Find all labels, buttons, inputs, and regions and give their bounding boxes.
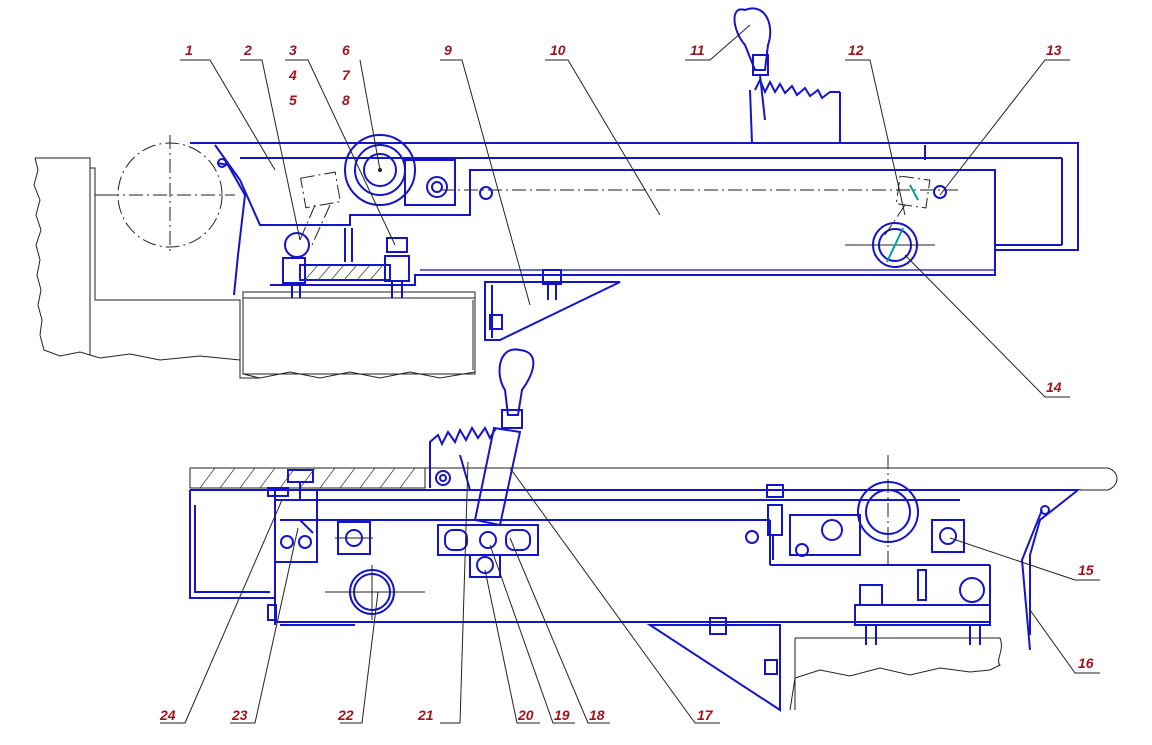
callout-2: 2 <box>243 42 252 58</box>
top-bracket <box>484 281 621 341</box>
top-roller-box <box>242 291 476 375</box>
callout-6: 6 <box>342 42 350 58</box>
top-left-housing <box>33 157 260 379</box>
callout-14: 14 <box>1046 379 1062 395</box>
bottom-lower-housing <box>789 637 1002 711</box>
top-handle-lever <box>733 7 841 144</box>
top-view <box>33 7 1079 379</box>
callout-labels: 1 2 3 4 5 6 7 8 9 10 11 12 13 14 15 16 1… <box>159 42 1094 723</box>
callout-12: 12 <box>848 42 864 58</box>
leader-lines <box>160 24 1100 724</box>
callout-8: 8 <box>342 92 350 108</box>
callout-13: 13 <box>1046 42 1062 58</box>
callout-24: 24 <box>159 707 176 723</box>
bottom-view <box>189 348 1118 712</box>
callout-11: 11 <box>690 42 705 58</box>
bottom-ratchet <box>429 425 497 491</box>
callout-22: 22 <box>337 707 354 723</box>
callout-20: 20 <box>517 707 534 723</box>
callout-21: 21 <box>417 707 434 723</box>
top-bolt-left <box>282 232 310 298</box>
bottom-top-surface <box>190 467 1118 491</box>
bottom-main-frame <box>189 489 1081 635</box>
top-pivot-outer <box>344 134 416 206</box>
callout-19: 19 <box>554 707 570 723</box>
callout-3: 3 <box>289 42 297 58</box>
callout-4: 4 <box>288 67 297 83</box>
callout-17: 17 <box>697 707 714 723</box>
top-main-beam <box>190 142 1079 286</box>
callout-15: 15 <box>1078 562 1094 578</box>
bottom-handle-lever <box>469 348 535 578</box>
top-bolt-right <box>384 237 410 298</box>
callout-1: 1 <box>185 42 193 58</box>
bottom-left-bracket <box>274 489 318 563</box>
callout-7: 7 <box>342 67 351 83</box>
callout-10: 10 <box>550 42 566 58</box>
callout-18: 18 <box>589 707 605 723</box>
top-clamp-plate <box>299 264 391 281</box>
callout-9: 9 <box>444 42 452 58</box>
bottom-spring-arm <box>1020 509 1043 651</box>
callout-5: 5 <box>289 92 297 108</box>
callout-16: 16 <box>1078 655 1094 671</box>
callout-23: 23 <box>231 707 248 723</box>
